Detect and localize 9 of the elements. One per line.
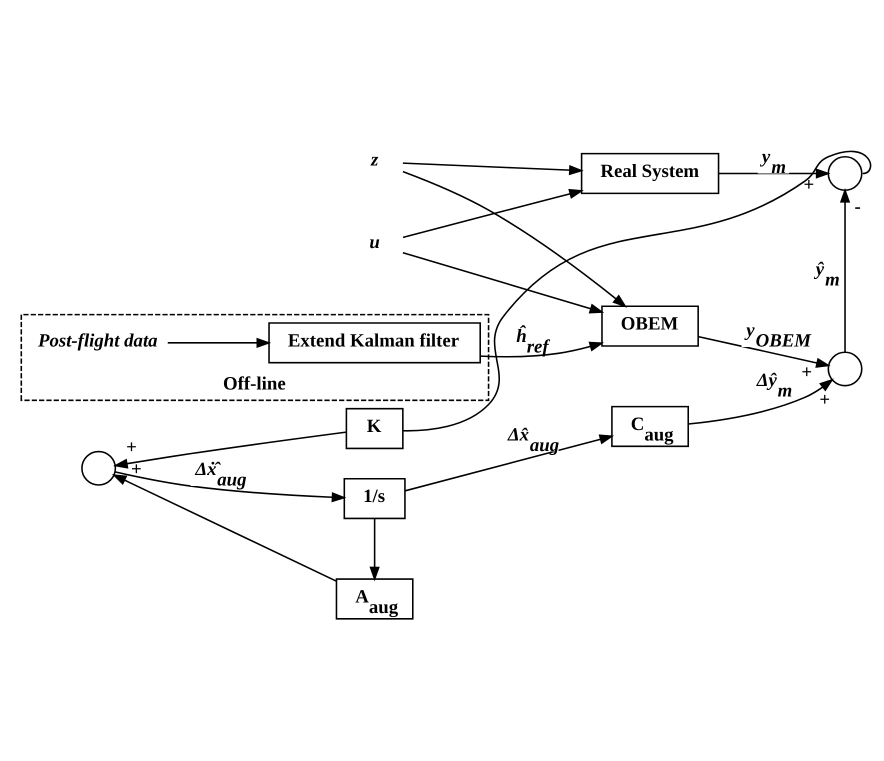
node-label: + — [819, 388, 830, 410]
node-label: + — [130, 458, 142, 480]
node-text: u — [369, 232, 380, 253]
node-label: + — [126, 436, 137, 458]
node-text: z — [370, 149, 378, 170]
node-label: + — [801, 361, 812, 382]
node-text: Post-flight data — [38, 330, 158, 351]
node-label: + — [804, 174, 814, 195]
node-label: - — [854, 196, 861, 218]
